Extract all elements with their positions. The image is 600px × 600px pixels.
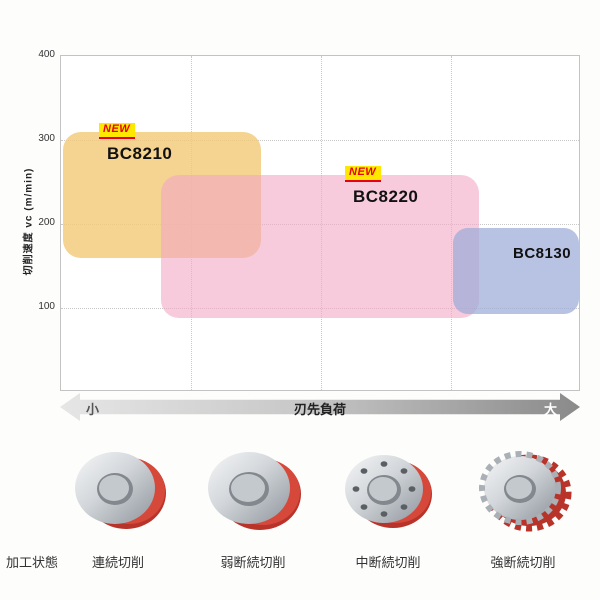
grade-label-bc8130: BC8130 xyxy=(513,245,572,262)
grade-region-bc8220 xyxy=(161,175,479,318)
load-axis-min-label: 小 xyxy=(86,402,100,417)
gridline-300 xyxy=(61,140,579,141)
load-axis-max-label: 大 xyxy=(544,402,558,417)
grade-region-bc8130 xyxy=(453,228,579,314)
caption-medium-interrupted: 中断続切削 xyxy=(355,555,421,570)
new-badge-bc8220: NEW xyxy=(345,166,382,182)
caption-continuous-cutting: 連続切削 xyxy=(91,555,144,570)
grade-label-bc8210: BC8210 xyxy=(107,144,173,163)
caption-heavy-interrupted: 強断続切削 xyxy=(490,555,556,570)
plot-area: NEW BC8210 NEW BC8220 BC8130 xyxy=(60,55,580,391)
load-axis-title: 刃先負荷 xyxy=(293,402,346,417)
workpiece-heavy-interrupted-icon xyxy=(479,451,572,532)
workpiece-row-label: 加工状態 xyxy=(6,555,59,570)
workpiece-continuous-cutting-icon xyxy=(75,452,166,529)
workpiece-medium-interrupted-icon xyxy=(345,455,432,528)
workpiece-light-interrupted-icon xyxy=(208,452,301,530)
y-tick-400: 400 xyxy=(38,49,55,60)
grade-label-bc8220: BC8220 xyxy=(353,187,419,206)
y-tick-100: 100 xyxy=(38,301,55,312)
y-tick-300: 300 xyxy=(38,133,55,144)
caption-light-interrupted: 弱断続切削 xyxy=(220,555,286,570)
new-badge-bc8210: NEW xyxy=(99,123,136,139)
y-tick-200: 200 xyxy=(38,217,55,228)
